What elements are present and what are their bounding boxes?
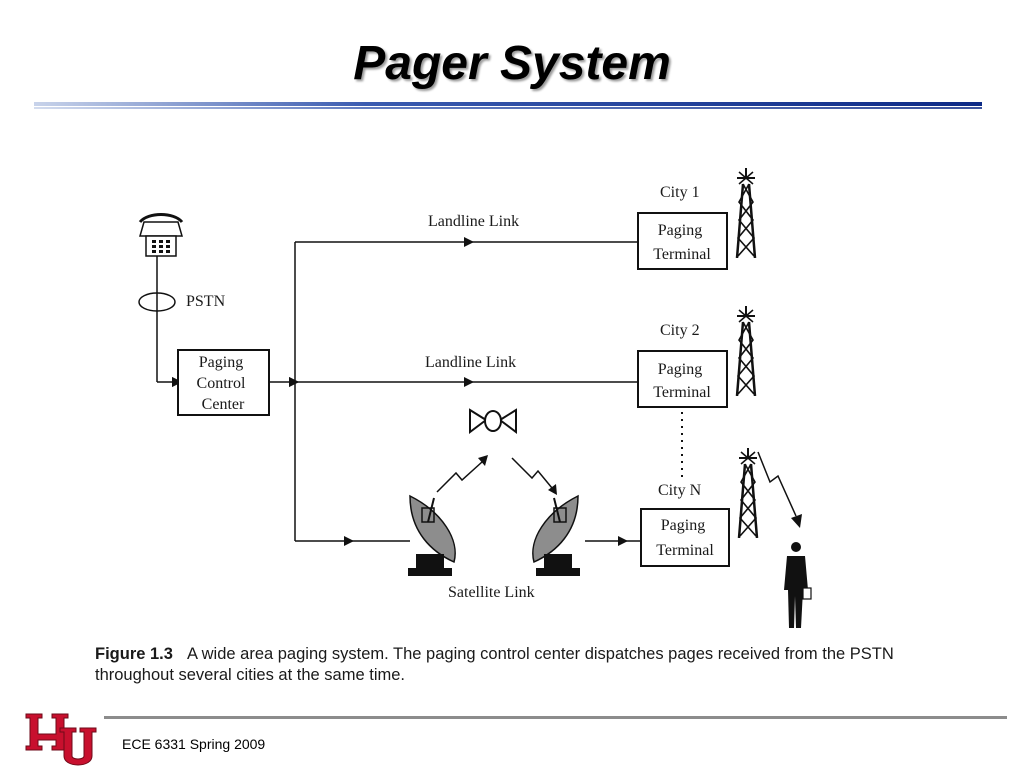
city-2-terminal-line-2: Terminal — [653, 384, 711, 401]
downlink-zigzag-arrow — [548, 484, 557, 495]
university-logo — [25, 713, 97, 766]
control-center-label: Paging Control Center — [197, 354, 250, 413]
city-n-terminal-line-1: Paging — [661, 517, 705, 534]
city-1-terminal-line-1: Paging — [658, 222, 702, 239]
city-2-terminal-box — [637, 350, 728, 408]
downlink-dish-icon — [531, 495, 581, 577]
pstn-label: PSTN — [186, 293, 226, 310]
uplink-dish-icon-shape — [531, 495, 581, 577]
city-2-label: City 2 — [660, 322, 700, 339]
landline-2-label: Landline Link — [425, 354, 516, 371]
satellite-icon — [469, 408, 517, 434]
footer-course-text: ECE 6331 Spring 2009 — [122, 736, 266, 752]
satellite-downlink-arrow — [618, 536, 628, 546]
landline-1-arrow — [464, 237, 474, 247]
downlink-zigzag — [511, 457, 553, 489]
city-2-terminal-label: Paging Terminal — [653, 361, 711, 401]
uplink-zigzag — [436, 461, 483, 493]
city-1-terminal-line-2: Terminal — [653, 246, 711, 263]
satellite-uplink-arrow — [344, 536, 354, 546]
city-2-terminal-line-1: Paging — [658, 361, 702, 378]
satellite-link-label: Satellite Link — [448, 584, 535, 601]
figure-caption-text: A wide area paging system. The paging co… — [95, 645, 894, 684]
telephone-icon — [138, 213, 184, 257]
control-center-line-1: Paging — [199, 354, 243, 371]
city-n-terminal-box — [640, 508, 730, 567]
pager-signal-zigzag — [757, 451, 797, 517]
pager-user-icon — [784, 542, 812, 628]
title-rule — [34, 102, 982, 109]
city-n-terminal-label: Paging Terminal — [656, 517, 714, 559]
control-center-line-2: Control — [197, 375, 246, 392]
city-n-label: City N — [658, 482, 702, 499]
landline-2-arrow — [464, 377, 474, 387]
uplink-zigzag-arrow — [478, 455, 488, 466]
city-1-label: City 1 — [660, 184, 700, 201]
city-n-terminal-line-2: Terminal — [656, 542, 714, 559]
city-2-tower-icon — [735, 306, 757, 396]
slide-title: Pager System — [353, 37, 671, 90]
figure-label: Figure 1.3 — [95, 645, 173, 663]
footer-rule — [104, 716, 1007, 719]
city-n-tower-icon — [737, 448, 759, 538]
pager-signal-arrow — [791, 514, 802, 528]
city-1-terminal-label: Paging Terminal — [653, 222, 711, 263]
pstn-cloud — [138, 292, 176, 312]
control-center-line-3: Center — [202, 396, 245, 413]
landline-1-label: Landline Link — [428, 213, 519, 230]
city-1-terminal-box — [637, 212, 728, 270]
city-1-tower-icon — [735, 168, 757, 258]
uplink-dish-icon — [407, 495, 457, 577]
